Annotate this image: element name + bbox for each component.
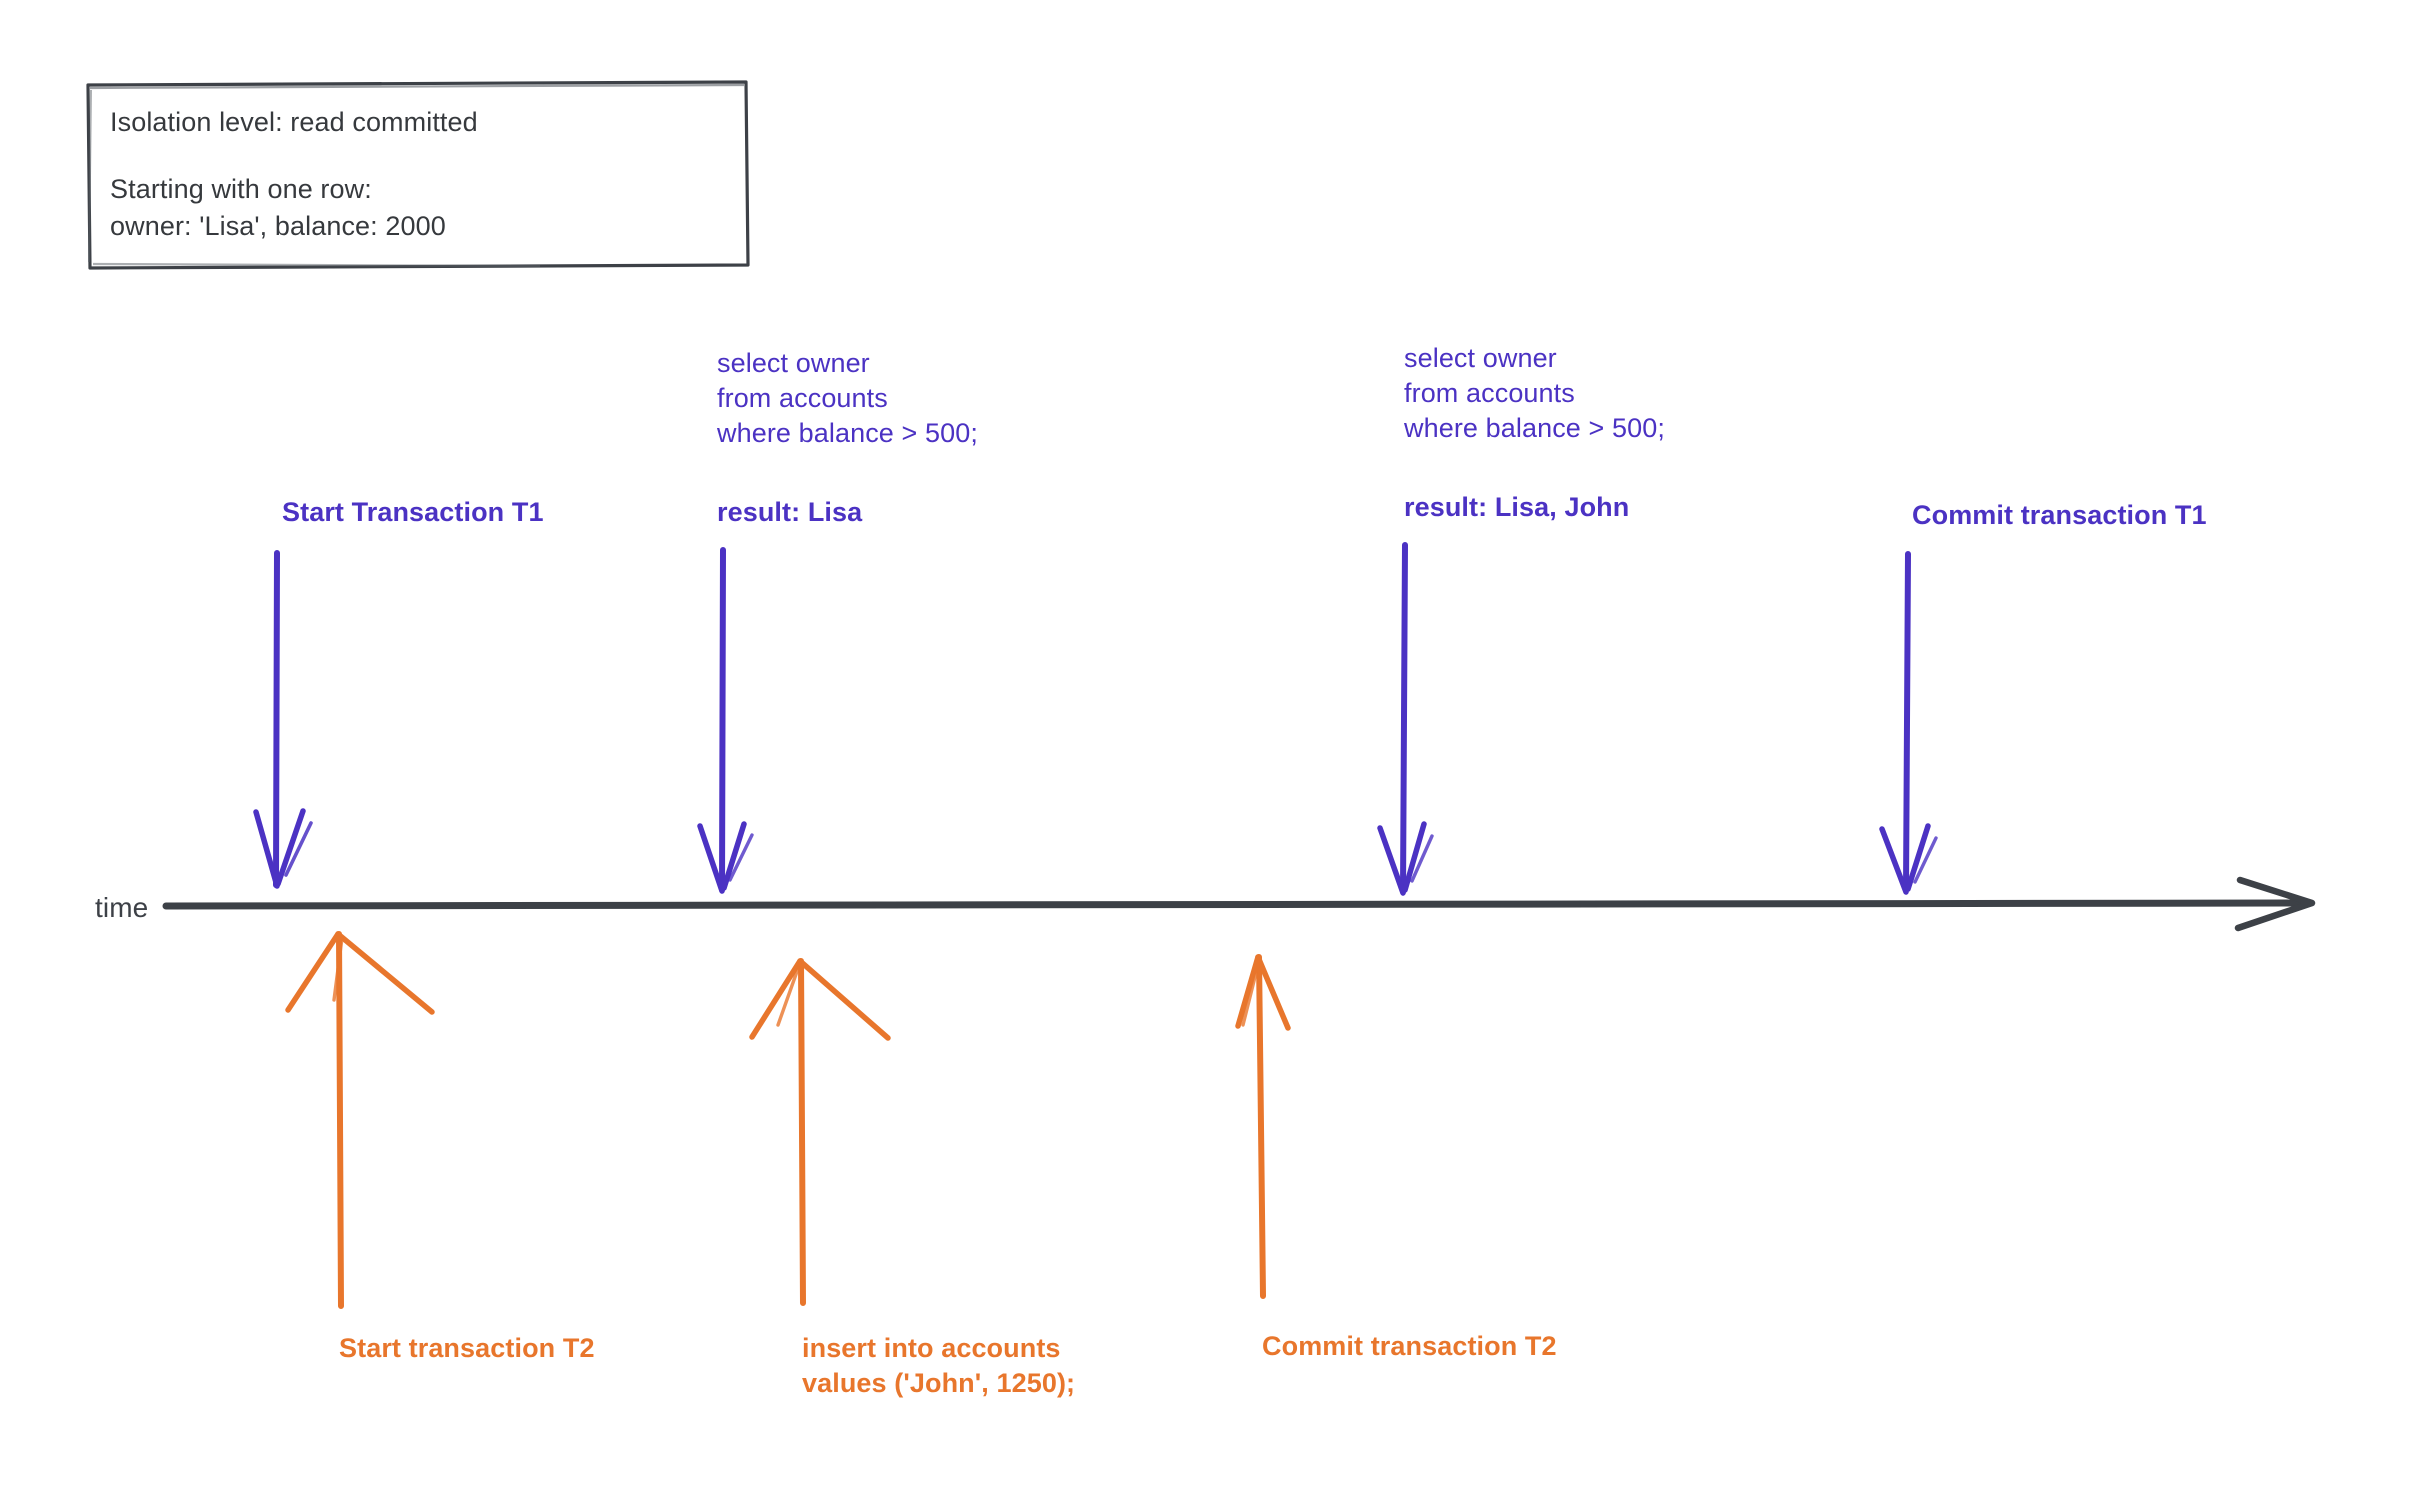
note-box-sketch-top: [89, 83, 745, 90]
note-box: [86, 80, 750, 270]
result-select-2: result: Lisa, John: [1404, 492, 1630, 522]
label-start-transaction-t1: Start Transaction T1: [282, 497, 544, 527]
code-select-2: select owner from accounts where balance…: [1404, 343, 1665, 444]
arrow-down-icon-commit-t1: [1879, 551, 1938, 895]
note-line-row-values: owner: 'Lisa', balance: 2000: [110, 211, 446, 241]
arrow-up-icon-start-t2: [285, 931, 435, 1309]
label-start-transaction-t2: Start transaction T2: [339, 1333, 595, 1363]
time-axis: [162, 876, 2316, 932]
note-line-isolation-level: Isolation level: read committed: [110, 107, 478, 137]
time-axis-line: [162, 899, 2314, 910]
arrow-right-icon: [2234, 876, 2316, 932]
t2-arrow-group: [285, 931, 1291, 1309]
arrow-down-icon-start-t1: [253, 550, 313, 889]
arrow-up-icon-commit-t2: [1235, 954, 1291, 1299]
arrow-up-icon-insert-t2: [749, 958, 891, 1306]
label-insert-into-accounts: insert into accounts values ('John', 125…: [802, 1333, 1076, 1399]
code-select-1: select owner from accounts where balance…: [717, 348, 978, 449]
label-commit-transaction-t2: Commit transaction T2: [1262, 1331, 1557, 1361]
time-axis-label: time: [95, 892, 149, 923]
arrow-down-icon-select-1: [697, 547, 754, 894]
t1-arrow-group: [253, 542, 1938, 896]
note-line-starting-row: Starting with one row:: [110, 174, 372, 204]
note-box-sketch-left: [88, 89, 92, 263]
arrow-down-icon-select-2: [1377, 542, 1434, 896]
label-commit-transaction-t1: Commit transaction T1: [1912, 500, 2207, 530]
note-box-sketch-bottom: [92, 262, 541, 268]
result-select-1: result: Lisa: [717, 497, 863, 527]
